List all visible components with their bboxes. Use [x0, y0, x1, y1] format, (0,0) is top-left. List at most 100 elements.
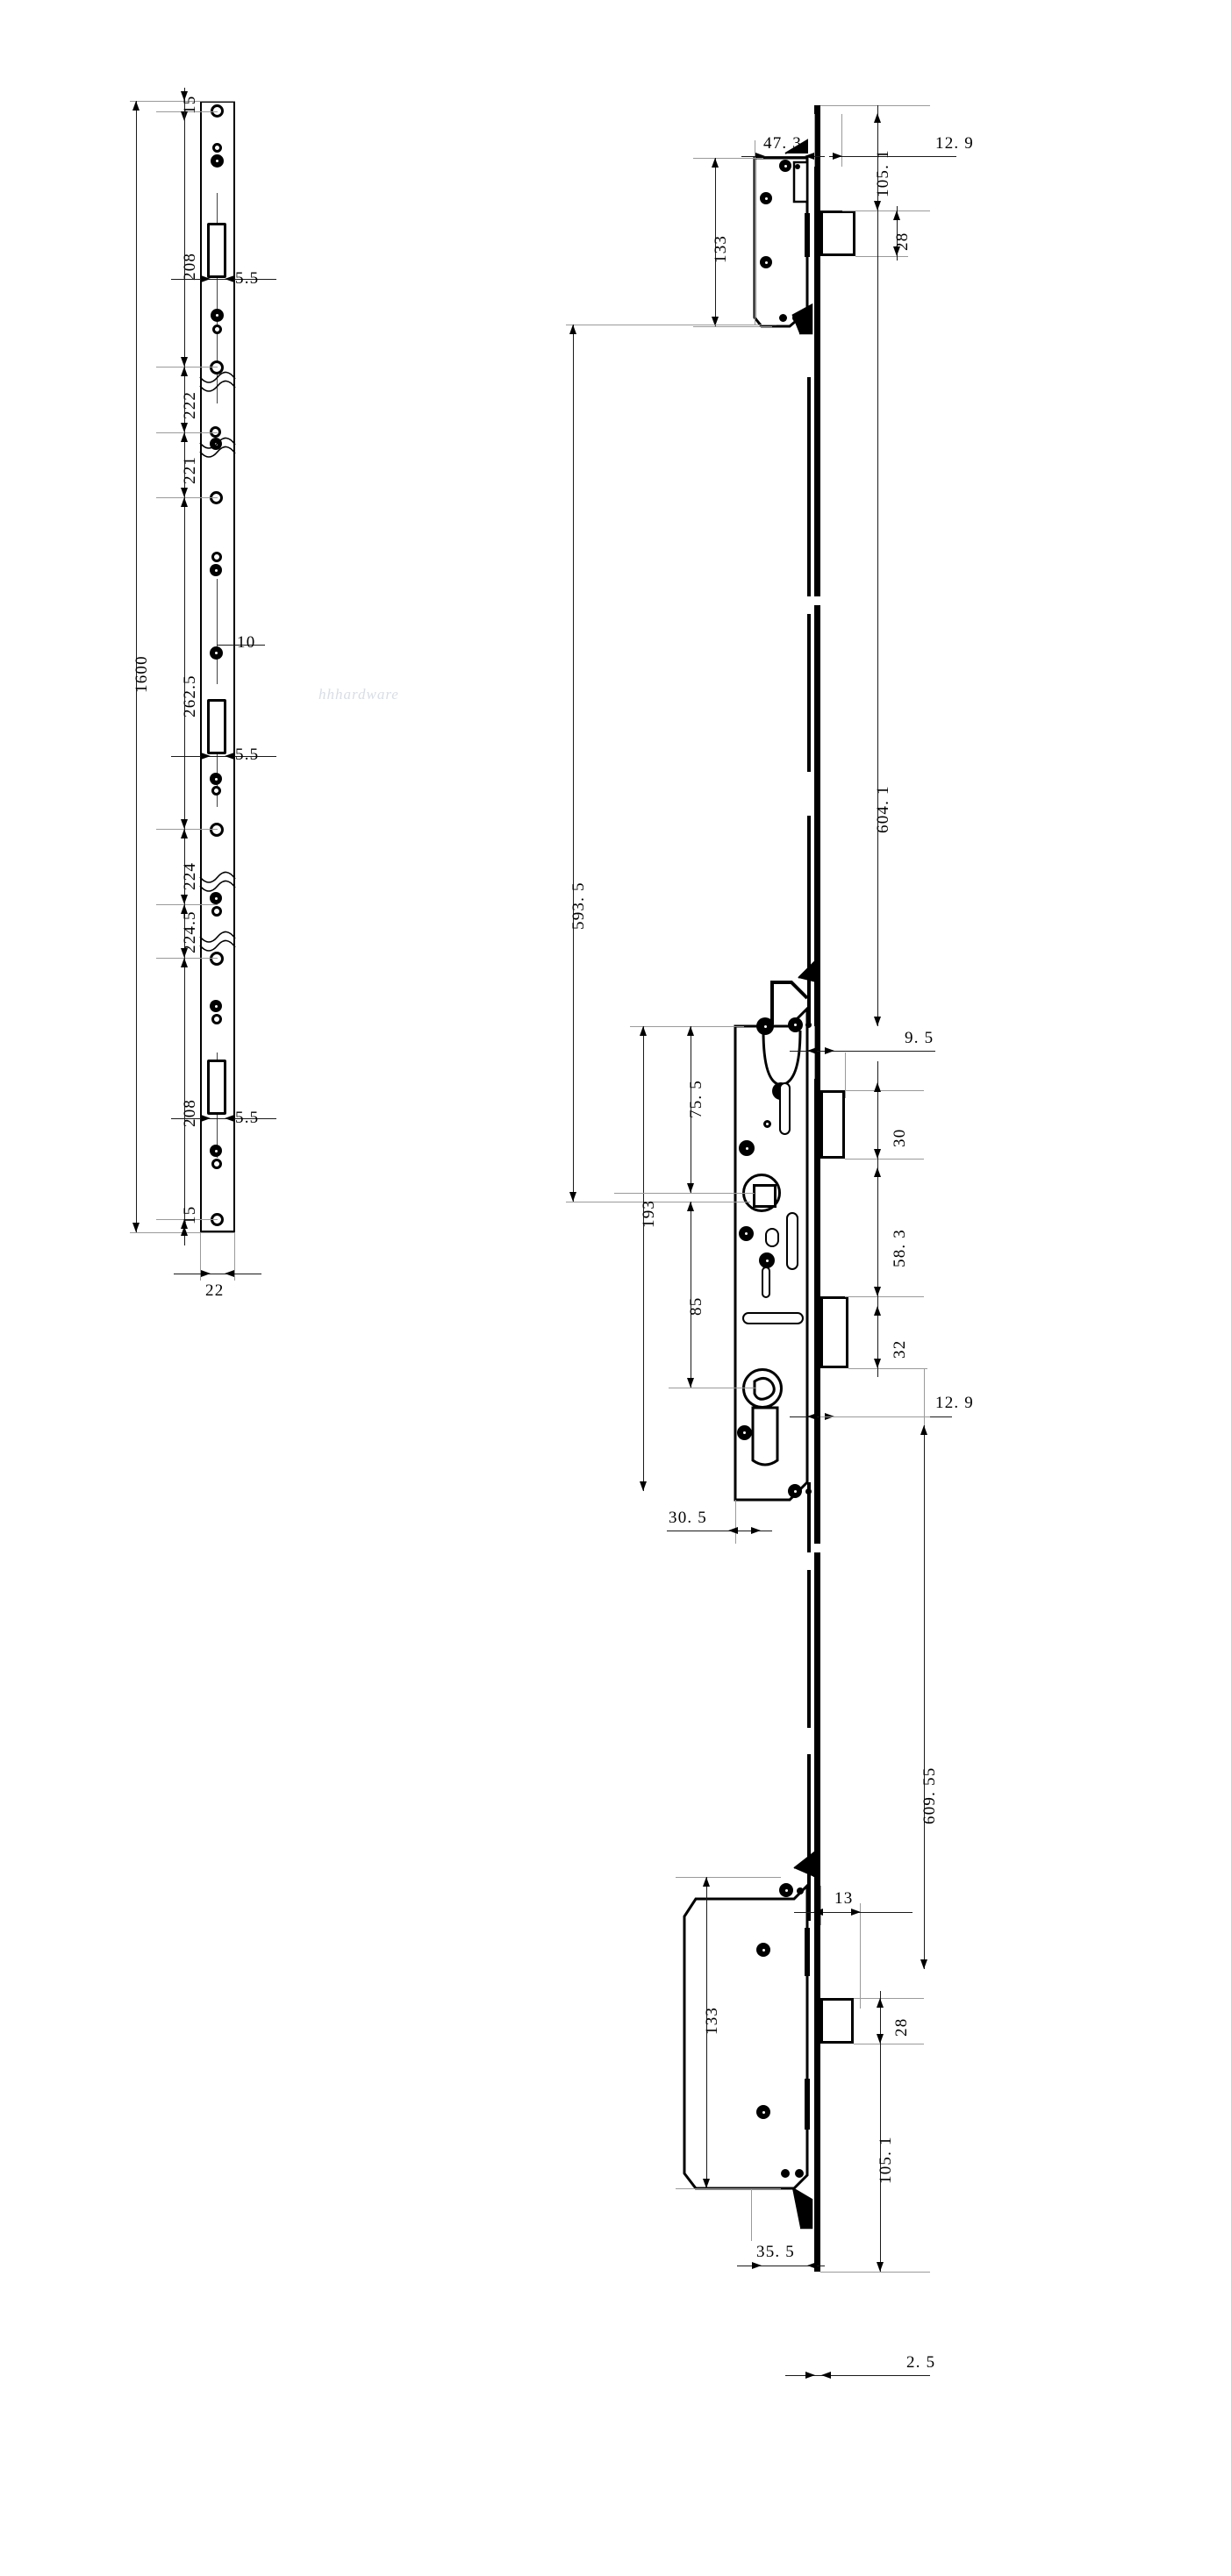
side-faceplate-strip-4 [814, 1552, 820, 1921]
spindle-square-hole [753, 1184, 777, 1208]
arrow-12-9-top-l [833, 153, 842, 160]
arrow-262-bot [181, 819, 188, 829]
bottom-case-pin-1 [797, 1887, 804, 1895]
ext-35-5-l [751, 2188, 752, 2241]
side-backing-strip-f [807, 1754, 811, 1921]
side-backing-strip-e [807, 1570, 811, 1728]
dim-text-5-5-bot: 5.5 [235, 1109, 260, 1127]
dim-text-22: 22 [205, 1281, 225, 1300]
dimline-604-1 [877, 211, 878, 1026]
ext-22-right [234, 1232, 235, 1281]
faceplate-slot-top [207, 223, 226, 278]
faceplate-rivet-2 [211, 309, 224, 322]
arrow-224-5-bot [181, 948, 188, 958]
dim-text-105-1-bot: 105. 1 [877, 2136, 895, 2184]
ext-12-9-mid-r [924, 1368, 925, 1425]
dimline-133-top [715, 158, 716, 326]
top-case-knurl [805, 213, 810, 257]
arrow-22-l [201, 1270, 211, 1277]
dimline-10 [217, 645, 265, 646]
dim-text-58-3: 58. 3 [891, 1229, 909, 1267]
ext-30-a [845, 1090, 924, 1091]
dim-text-12-9-top: 12. 9 [935, 134, 974, 153]
top-case-screw-1 [779, 160, 791, 172]
arrow-13-a [813, 1909, 823, 1916]
arrow-133-bot-a [703, 1877, 710, 1887]
faceplate-hole-7 [211, 552, 222, 562]
gearbox-screw-low [739, 1226, 754, 1241]
dimline-28-bot [880, 1991, 881, 2052]
dimline-9-5 [790, 1051, 935, 1052]
arrow-221-bot [181, 488, 188, 497]
arrow-30-a [874, 1082, 881, 1092]
ext-28-top-b [855, 256, 908, 257]
arrow-15-top [181, 91, 188, 101]
arrow-222-top [181, 367, 188, 376]
arrow-105-1-top-b [874, 201, 881, 211]
ext-105-bot-b [820, 2272, 930, 2273]
dimline-12-9-top [829, 156, 956, 157]
arrow-224-top [181, 829, 188, 838]
dim-text-13: 13 [834, 1889, 854, 1908]
top-case-pin-2 [779, 314, 787, 322]
arrow-28-top-b [893, 246, 900, 256]
gearbox-horiz-bar [742, 1312, 804, 1324]
dim-text-28-bot: 28 [892, 2017, 911, 2037]
arrow-2-5-b [821, 2372, 831, 2379]
ext-85-a [614, 1193, 755, 1194]
ext-133-top-a [693, 158, 763, 159]
arrow-32-b [874, 1359, 881, 1368]
dimline-2-5 [785, 2375, 930, 2376]
arrow-5-5-mid-r [225, 753, 234, 760]
ext-32-b [848, 1368, 927, 1369]
faceplate-rivet-9 [210, 1145, 222, 1157]
arrow-262-top [181, 497, 188, 507]
arrow-609-b [920, 1959, 927, 1969]
faceplate-rivet-7 [210, 892, 222, 904]
arrow-9-5-b [825, 1047, 834, 1054]
dim-text-604-1: 604. 1 [874, 785, 892, 833]
gearbox-pin-b [805, 1488, 812, 1495]
dim-text-5-5-top: 5.5 [235, 269, 260, 288]
bottom-case-pin-3 [795, 2169, 804, 2178]
bottom-case-screw-3 [756, 2105, 770, 2119]
arrow-5-5-top-l [201, 275, 211, 282]
faceplate-hole-5 [210, 426, 221, 438]
ext-58-3-b [845, 1296, 924, 1297]
dimline-221 [184, 432, 185, 497]
dim-text-85: 85 [687, 1296, 705, 1316]
arrow-85-a [687, 1202, 694, 1211]
arrow-22-r [225, 1270, 234, 1277]
faceplate-hole-3 [212, 325, 222, 334]
arrow-12-9-mid-a [807, 1413, 817, 1420]
dim-text-593-5: 593. 5 [569, 881, 588, 930]
gearbox-oval-small [765, 1228, 779, 1247]
ext-9-5-r [845, 1053, 846, 1098]
arrow-28-bot-a [877, 1998, 884, 2008]
arrow-13-b [851, 1909, 861, 1916]
arrow-5-5-mid-l [201, 753, 211, 760]
dim-text-105-1-top: 105. 1 [874, 149, 892, 197]
arrow-105-bot-b [877, 2262, 884, 2272]
arrow-32-a [874, 1306, 881, 1316]
ext-133-bot-b [676, 2188, 781, 2189]
dimline-224 [184, 829, 185, 904]
side-backing-strip-d [807, 1482, 811, 1552]
faceplate-slot-mid [207, 699, 226, 754]
faceplate-hole-8 [211, 786, 221, 796]
dimline-224-5 [184, 904, 185, 958]
cylinder-fix-screw [737, 1425, 752, 1440]
dimline-593-5 [573, 325, 574, 1202]
arrow-9-5-a [807, 1047, 817, 1054]
faceplate-hole-1 [211, 104, 224, 118]
dim-text-2-5: 2. 5 [906, 2353, 936, 2372]
latch-keep [820, 1090, 845, 1159]
faceplate-rivet-6 [210, 773, 222, 785]
dim-text-28-top: 28 [893, 232, 912, 251]
side-backing-strip-a [807, 377, 811, 596]
arrow-193-a [640, 1026, 647, 1036]
ext-30-5-l [735, 1500, 736, 1544]
